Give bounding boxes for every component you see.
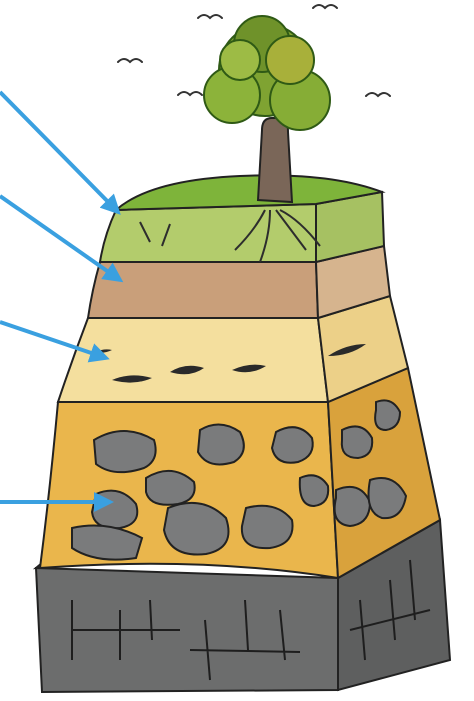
layer-topsoil [100,175,384,262]
bird-icon [313,5,337,8]
tree [204,16,330,202]
bird-icon [366,93,390,96]
arrow-subsoil [0,196,120,280]
bird-icon [198,15,222,18]
arrow-topsoil [0,92,118,212]
bird-icon [118,59,142,62]
bird-icon [178,92,202,95]
